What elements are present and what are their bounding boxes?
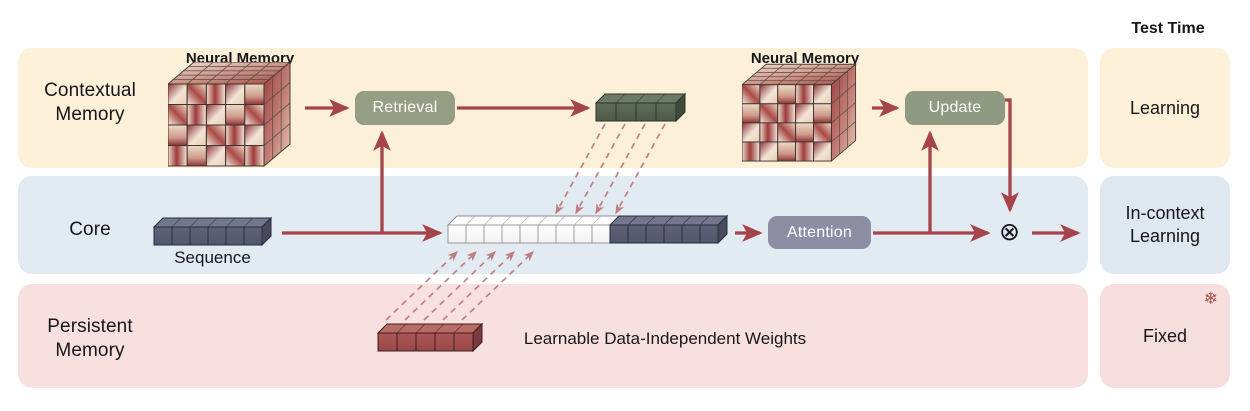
update-block[interactable]: Update	[905, 91, 1005, 125]
persistent-memory-bar	[376, 322, 488, 358]
snowflake-icon: ❄	[1203, 289, 1218, 308]
neural-memory-cube-right	[740, 62, 877, 172]
retrieved-memory-bar	[594, 92, 688, 128]
right-panel-in-context-learning-label: In-context Learning	[1125, 203, 1205, 246]
retrieval-block[interactable]: Retrieval	[355, 91, 455, 125]
attention-block[interactable]: Attention	[768, 216, 871, 249]
attention-block-label: Attention	[787, 223, 852, 241]
row-label-core: Core	[69, 219, 111, 240]
right-panel-in-context-learning: In-context Learning	[1100, 176, 1230, 274]
right-panel-fixed-label: Fixed	[1142, 325, 1187, 346]
right-panel-learning-label: Learning	[1129, 97, 1201, 118]
retrieval-block-label: Retrieval	[372, 99, 438, 116]
right-panel-learning: Learning	[1100, 48, 1230, 168]
combined-token-bar	[446, 214, 731, 252]
sequence-caption: Sequence	[174, 248, 251, 267]
row-label-contextual-memory: Contextual Memory	[44, 80, 136, 125]
learnable-weights-caption: Learnable Data-Independent Weights	[523, 329, 807, 348]
test-time-header: Test Time	[1131, 20, 1205, 37]
sequence-bar	[152, 216, 278, 252]
tensor-product-icon: ⊗	[999, 218, 1020, 246]
neural-memory-right-caption: Neural Memory	[750, 50, 860, 67]
row-label-persistent-memory: Persistent Memory	[47, 316, 133, 361]
neural-memory-cube-left	[166, 60, 313, 175]
update-block-label: Update	[928, 99, 982, 116]
right-panel-fixed: ❄ Fixed	[1100, 284, 1230, 388]
row-panel-persistent-memory	[18, 284, 1088, 388]
